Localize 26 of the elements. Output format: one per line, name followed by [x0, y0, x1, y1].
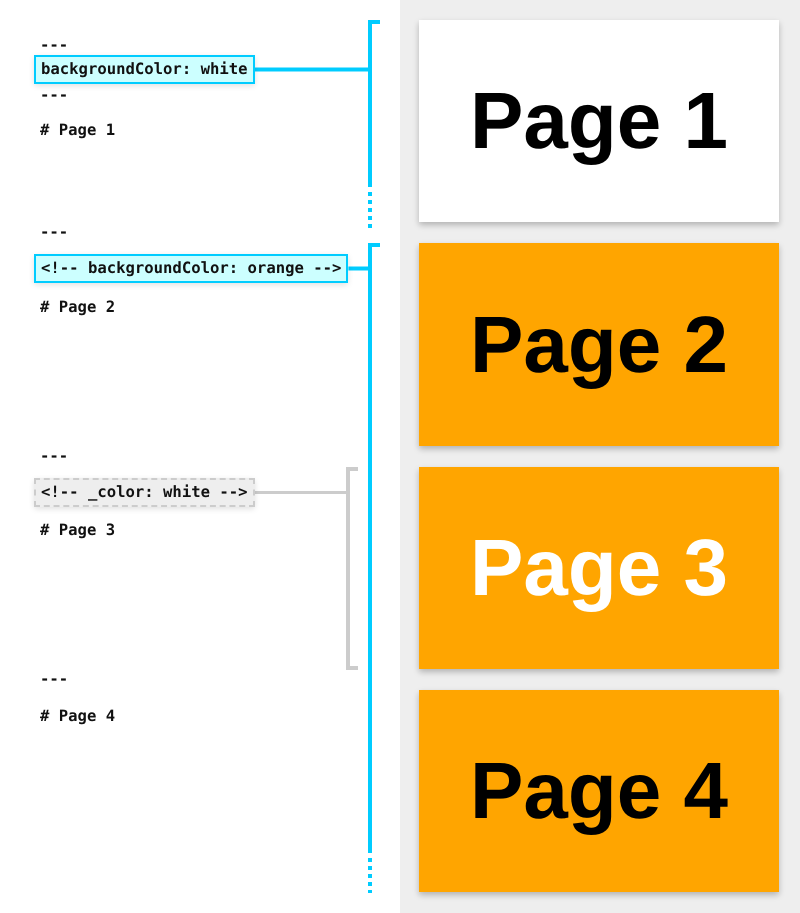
- code-line: ---: [40, 85, 68, 105]
- code-line: ---: [40, 222, 68, 242]
- code-line: # Page 3: [40, 520, 116, 540]
- scope-bracket: [346, 467, 358, 670]
- slide-heading: Page 4: [470, 745, 728, 837]
- slide-preview: [419, 467, 779, 669]
- slide-heading: Page 1: [470, 75, 728, 167]
- code-line: ---: [40, 35, 68, 55]
- scope-bracket: [368, 20, 380, 228]
- code-line: ---: [40, 669, 68, 689]
- highlighted-directive: <!-- backgroundColor: orange -->: [34, 254, 348, 283]
- slide-preview: [419, 243, 779, 446]
- scope-bracket: [368, 243, 380, 893]
- code-line: # Page 1: [40, 120, 116, 140]
- code-line: ---: [40, 446, 68, 466]
- slide-preview: [419, 690, 779, 892]
- code-line: # Page 2: [40, 297, 116, 317]
- connector-line: [254, 68, 368, 72]
- highlighted-directive: backgroundColor: white: [34, 55, 255, 84]
- connector-line: [254, 491, 346, 494]
- slide-heading: Page 3: [470, 522, 728, 614]
- highlighted-directive: <!-- _color: white -->: [34, 478, 255, 507]
- connector-line: [348, 266, 368, 270]
- code-line: # Page 4: [40, 706, 116, 726]
- slide-preview: [419, 20, 779, 222]
- slide-heading: Page 2: [470, 298, 728, 390]
